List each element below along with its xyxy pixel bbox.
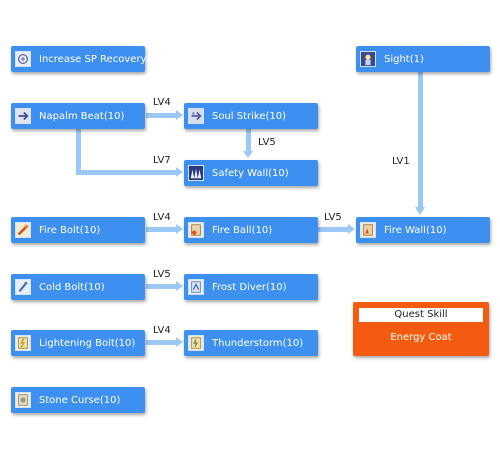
skill-soul-strike[interactable]: Soul Strike(10) (184, 103, 318, 129)
fire-bolt-icon (15, 222, 31, 238)
skill-stone-curse[interactable]: Stone Curse(10) (11, 387, 145, 413)
skill-label: Thunderstorm(10) (212, 337, 304, 349)
connector-sight-to-firewall (418, 70, 423, 208)
skill-napalm-beat[interactable]: Napalm Beat(10) (11, 103, 145, 129)
safety-wall-icon (188, 165, 204, 181)
connector-coldbolt-to-frostdiver (146, 284, 178, 289)
sight-icon (360, 51, 376, 67)
quest-skill-header: Quest Skill (359, 308, 483, 322)
skill-label: Safety Wall(10) (212, 167, 289, 179)
napalm-beat-icon (15, 108, 31, 124)
arrowhead-right (176, 110, 183, 120)
connector-firebolt-to-fireball (146, 227, 178, 232)
skill-label: Fire Ball(10) (212, 224, 273, 236)
arrowhead-right (176, 337, 183, 347)
quest-skill-energy-coat[interactable]: Energy Coat (390, 332, 452, 343)
fire-ball-icon (188, 222, 204, 238)
arrowhead-right (176, 224, 183, 234)
lightening-bolt-icon (15, 335, 31, 351)
requirement-label: LV4 (153, 212, 171, 223)
skill-sight[interactable]: Sight(1) (356, 46, 490, 72)
connector-soul-to-safety (246, 126, 251, 152)
skill-label: Fire Wall(10) (384, 224, 447, 236)
arrowhead-right (176, 281, 183, 291)
quest-skill-panel: Quest Skill Energy Coat (353, 302, 489, 356)
skill-thunderstorm[interactable]: Thunderstorm(10) (184, 330, 318, 356)
skill-label: Increase SP Recovery(10) (39, 53, 167, 65)
skill-label: Stone Curse(10) (39, 394, 121, 406)
frost-diver-icon (188, 279, 204, 295)
skill-increase-sp-recovery[interactable]: Increase SP Recovery(10) (11, 46, 167, 72)
arrowhead-down (243, 151, 253, 158)
connector-fireball-to-firewall (318, 227, 350, 232)
skill-safety-wall[interactable]: Safety Wall(10) (184, 160, 318, 186)
requirement-label: LV4 (153, 325, 171, 336)
cold-bolt-icon (15, 279, 31, 295)
arrowhead-right (176, 167, 183, 177)
requirement-label: LV4 (153, 97, 171, 108)
requirement-label: LV5 (324, 212, 342, 223)
arrowhead-down (415, 207, 425, 215)
skill-label: Cold Bolt(10) (39, 281, 105, 293)
skill-label: Fire Bolt(10) (39, 224, 101, 236)
skill-label: Napalm Beat(10) (39, 110, 125, 122)
skill-label: Lightening Bolt(10) (39, 337, 136, 349)
arrowhead-right (348, 224, 355, 234)
skill-label: Sight(1) (384, 53, 424, 65)
connector-napalm-to-safety-vertical (76, 126, 81, 174)
thunderstorm-icon (188, 335, 204, 351)
skill-label: Frost Diver(10) (212, 281, 287, 293)
fire-wall-icon (360, 222, 376, 238)
requirement-label: LV1 (392, 156, 410, 167)
connector-napalm-to-safety-horizontal (76, 170, 178, 175)
soul-strike-icon (188, 108, 204, 124)
skill-frost-diver[interactable]: Frost Diver(10) (184, 274, 318, 300)
skill-cold-bolt[interactable]: Cold Bolt(10) (11, 274, 145, 300)
skill-lightening-bolt[interactable]: Lightening Bolt(10) (11, 330, 145, 356)
skill-label: Soul Strike(10) (212, 110, 287, 122)
connector-lightening-to-thunderstorm (146, 340, 178, 345)
skill-fire-wall[interactable]: Fire Wall(10) (356, 217, 490, 243)
stone-curse-icon (15, 392, 31, 408)
requirement-label: LV5 (153, 269, 171, 280)
sp-recovery-icon (15, 51, 31, 67)
skill-fire-ball[interactable]: Fire Ball(10) (184, 217, 318, 243)
requirement-label: LV5 (258, 137, 276, 148)
connector-napalm-to-soul (146, 113, 178, 118)
requirement-label: LV7 (153, 155, 171, 166)
skill-fire-bolt[interactable]: Fire Bolt(10) (11, 217, 145, 243)
